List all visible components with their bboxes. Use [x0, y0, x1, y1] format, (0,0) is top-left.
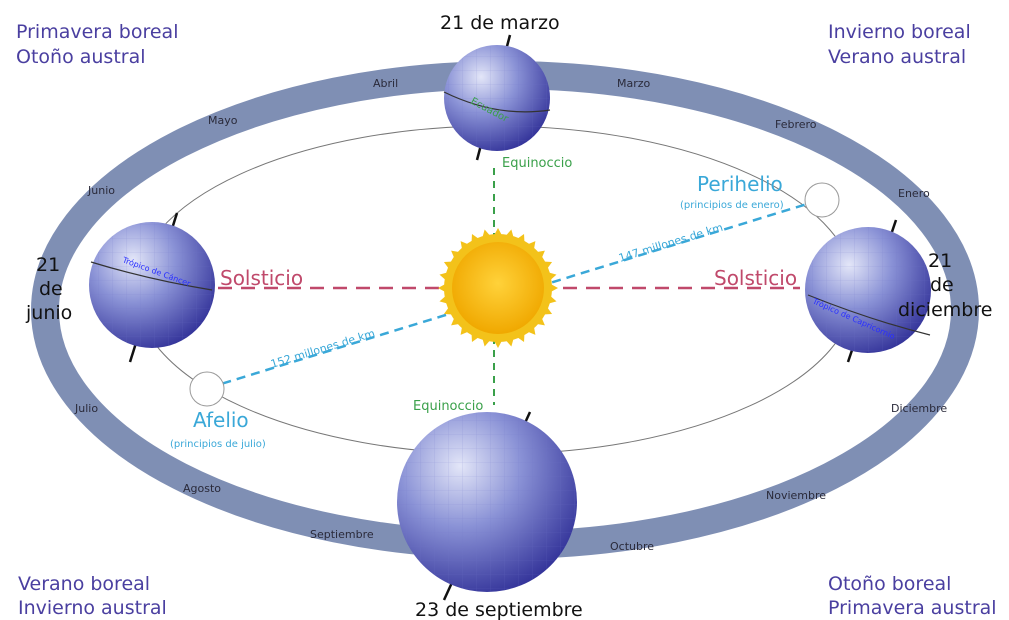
perihelion-marker: [804, 182, 840, 218]
earth-june-icon: [89, 212, 215, 363]
season-top-right-line1: Invierno boreal: [828, 21, 971, 43]
month-julio: Julio: [74, 402, 98, 415]
date-september: 23 de septiembre: [415, 599, 583, 620]
perihelion-label: Perihelio: [697, 172, 783, 196]
month-agosto: Agosto: [183, 482, 221, 495]
season-top-left-line1: Primavera boreal: [16, 21, 178, 43]
month-diciembre: Diciembre: [891, 402, 947, 415]
season-bottom-right-line2: Primavera austral: [828, 597, 997, 619]
month-febrero: Febrero: [775, 118, 817, 131]
solstice-label-left: Solsticio: [220, 266, 303, 290]
date-june-line3: junio: [25, 302, 72, 324]
aphelion-marker: [189, 371, 225, 407]
earth-september-icon: [397, 411, 577, 601]
season-top-right-line2: Verano austral: [828, 46, 966, 68]
month-marzo: Marzo: [617, 77, 651, 90]
month-abril: Abril: [373, 77, 398, 90]
equinox-label-top: Equinoccio: [502, 156, 572, 171]
date-december-line1: 21: [928, 250, 952, 272]
season-top-left-line2: Otoño austral: [16, 46, 146, 68]
date-march: 21 de marzo: [440, 12, 560, 34]
month-noviembre: Noviembre: [766, 489, 826, 502]
date-december-line3: diciembre: [898, 299, 992, 321]
season-bottom-left-line1: Verano boreal: [18, 573, 150, 595]
earth-december-icon: [805, 219, 931, 363]
distance-far-label: 152 millones de km: [269, 327, 376, 371]
sun-icon: [438, 228, 558, 348]
season-bottom-left-line2: Invierno austral: [18, 597, 167, 619]
date-june-line2: de: [39, 278, 63, 300]
perihelion-sublabel: (principios de enero): [680, 200, 784, 211]
equinox-label-bottom: Equinoccio: [413, 399, 483, 414]
date-june-line1: 21: [36, 254, 60, 276]
season-bottom-right-line1: Otoño boreal: [828, 573, 951, 595]
month-octubre: Octubre: [610, 540, 654, 553]
earth-march-icon: [443, 34, 551, 161]
month-enero: Enero: [898, 187, 930, 200]
month-junio: Junio: [87, 184, 115, 197]
solstice-label-right: Solsticio: [714, 266, 797, 290]
month-mayo: Mayo: [208, 114, 238, 127]
month-septiembre: Septiembre: [310, 528, 374, 541]
distance-near-label: 147 millones de km: [617, 221, 724, 265]
date-december-line2: de: [930, 274, 954, 296]
aphelion-sublabel: (principios de julio): [170, 439, 266, 450]
aphelion-label: Afelio: [193, 408, 249, 432]
